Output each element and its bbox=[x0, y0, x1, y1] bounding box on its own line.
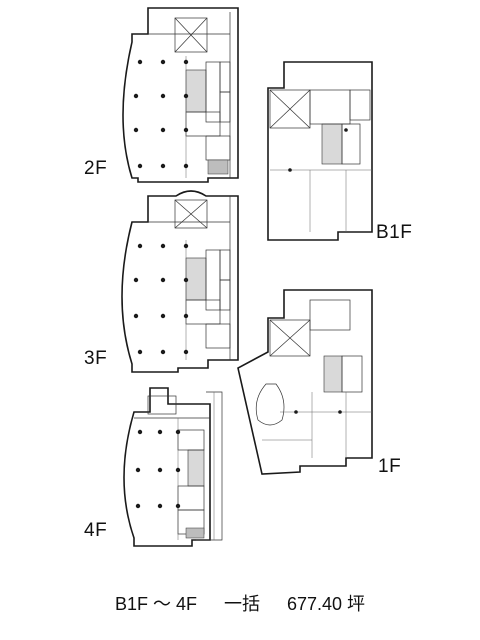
floor-plan-1f bbox=[237, 289, 373, 475]
summary-caption: B1F ～ 4F 一括 677.40 坪 bbox=[0, 590, 480, 616]
floor-label-b1f: B1F bbox=[376, 222, 413, 243]
caption-total-area: 677.40 坪 bbox=[287, 594, 366, 614]
caption-lease-mode: 一括 bbox=[223, 594, 260, 614]
floor-plan-2f bbox=[122, 7, 239, 183]
caption-floor-range: B1F ～ 4F bbox=[114, 594, 197, 614]
floor-label-1f: 1F bbox=[378, 456, 402, 477]
floor-plan-b1f bbox=[267, 61, 373, 241]
floor-label-2f: 2F bbox=[84, 158, 108, 179]
floor-plan-3f bbox=[121, 190, 239, 373]
floor-plan-4f bbox=[123, 387, 223, 547]
floor-label-4f: 4F bbox=[84, 520, 108, 541]
floor-label-3f: 3F bbox=[84, 348, 108, 369]
